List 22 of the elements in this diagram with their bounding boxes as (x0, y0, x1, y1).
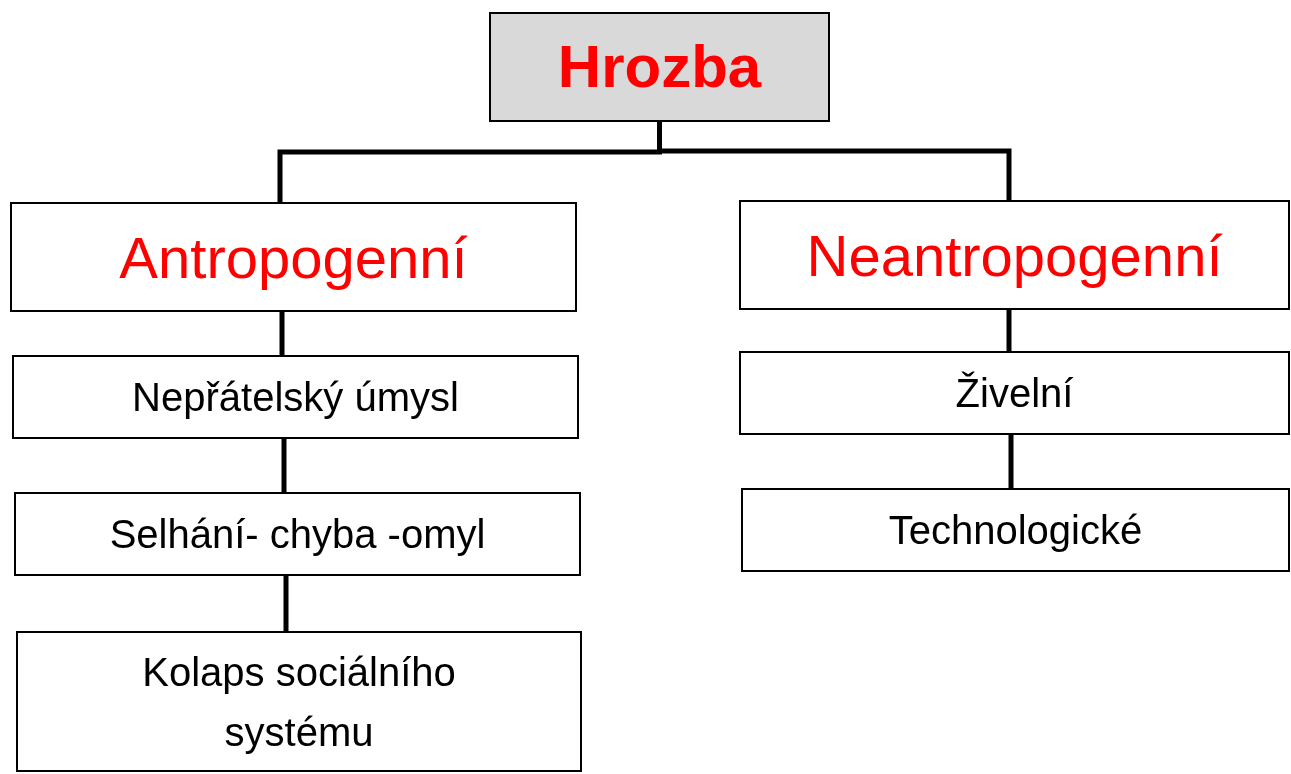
heading-label: Hrozba (556, 32, 763, 102)
item-box (14, 492, 581, 576)
heading-label: Neantropogenní (805, 221, 1224, 290)
item-label: Živelní (954, 370, 1075, 417)
connector-line (657, 122, 1012, 200)
item-box (16, 631, 582, 772)
root-box (489, 12, 830, 122)
item-box (12, 355, 579, 439)
item-box (741, 488, 1290, 572)
item-label: Nepřátelský úmysl (131, 374, 460, 421)
item-label: Technologické (887, 507, 1144, 554)
heading-label: Antropogenní (118, 223, 469, 292)
category-box (10, 202, 577, 312)
item-label: Kolaps sociálního systému (141, 648, 457, 756)
connector-line (1006, 310, 1012, 351)
connector-line (279, 312, 285, 355)
item-box (739, 351, 1290, 435)
item-label: Selhání- chyba -omyl (108, 511, 487, 558)
connector-line (281, 439, 287, 492)
connector-line (1008, 435, 1014, 488)
category-box (739, 200, 1290, 310)
connector-line (283, 576, 289, 631)
